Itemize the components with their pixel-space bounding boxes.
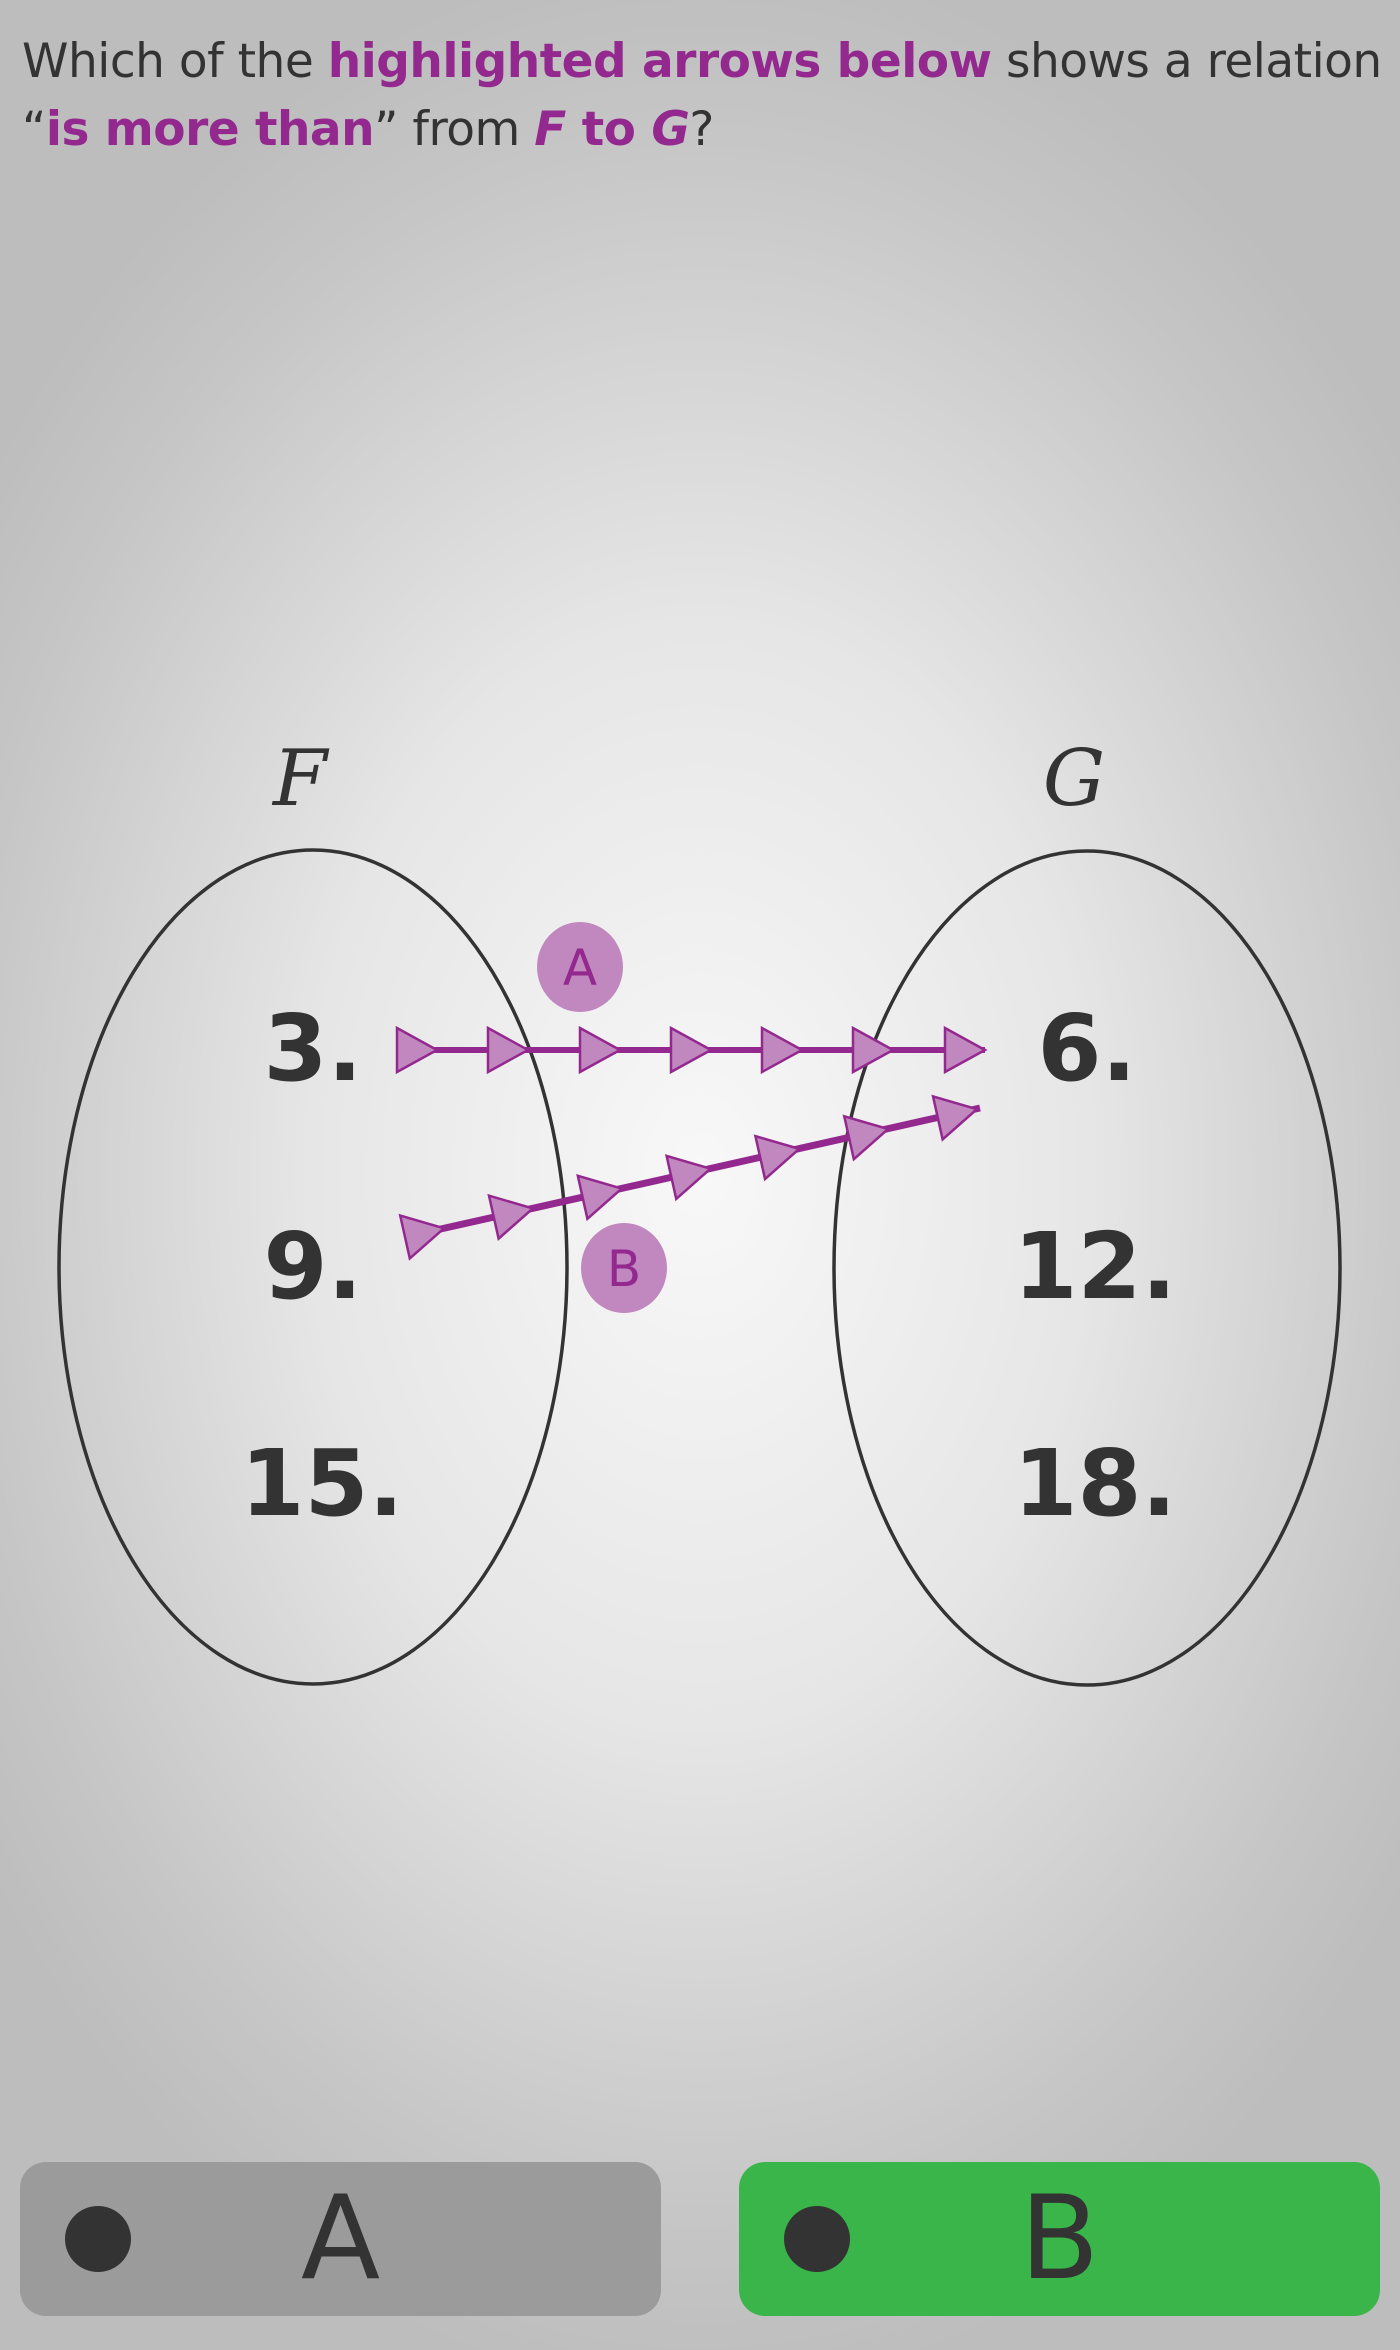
set-label-g: G bbox=[1043, 734, 1105, 824]
radio-dot-icon bbox=[784, 2206, 850, 2272]
question-part: Which of the bbox=[22, 34, 328, 89]
question-part: from bbox=[397, 102, 535, 157]
badge-a: A bbox=[537, 922, 623, 1012]
answer-label-a: A bbox=[300, 2171, 381, 2306]
element-6: 6. bbox=[1038, 995, 1137, 1102]
quote-mark: “ bbox=[22, 102, 46, 157]
answer-button-a[interactable]: A bbox=[20, 2162, 661, 2316]
element-3: 3. bbox=[264, 995, 363, 1102]
question-mark: ? bbox=[689, 102, 714, 157]
element-18: 18. bbox=[1014, 1430, 1177, 1537]
arrow-b[interactable] bbox=[398, 1086, 983, 1260]
set-f-ellipse bbox=[57, 848, 569, 1686]
question-text: Which of the highlighted arrows below sh… bbox=[22, 28, 1392, 164]
question-part: shows a relation bbox=[991, 34, 1382, 89]
quote-mark: ” bbox=[374, 102, 398, 157]
relation-text: is more than bbox=[45, 102, 375, 157]
element-9: 9. bbox=[264, 1213, 363, 1320]
arrow-a[interactable] bbox=[395, 1026, 987, 1074]
answer-button-b[interactable]: B bbox=[739, 2162, 1380, 2316]
highlight-text: highlighted arrows below bbox=[327, 34, 992, 89]
badge-b-label: B bbox=[607, 1240, 641, 1298]
badge-b: B bbox=[581, 1223, 667, 1313]
to-word: to bbox=[565, 102, 652, 157]
set-to: G bbox=[651, 102, 690, 157]
set-g-ellipse bbox=[832, 849, 1342, 1687]
element-15: 15. bbox=[241, 1430, 404, 1537]
answer-label-b: B bbox=[1019, 2171, 1100, 2306]
set-from: F bbox=[534, 102, 566, 157]
radio-dot-icon bbox=[65, 2206, 131, 2272]
element-12: 12. bbox=[1014, 1213, 1177, 1320]
set-label-f: F bbox=[271, 734, 330, 824]
badge-a-label: A bbox=[563, 939, 597, 997]
